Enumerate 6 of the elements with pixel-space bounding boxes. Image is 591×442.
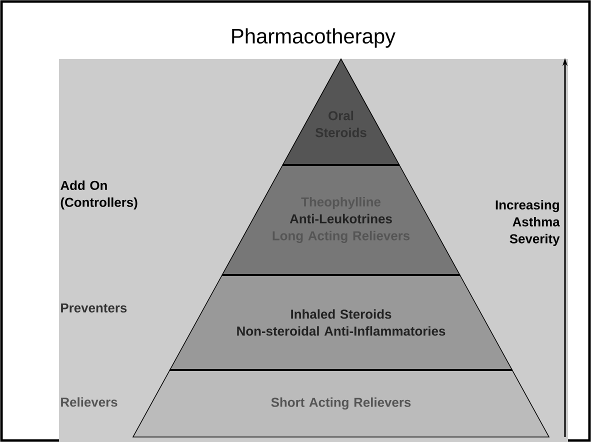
pyramid-band: Inhaled Steroids Non-steroidal Anti-Inflammatories: [169, 274, 513, 370]
side-label: Relievers: [61, 397, 118, 407]
side-label: Preventers: [61, 303, 127, 312]
title: Pharmacotherapy: [232, 28, 396, 48]
side-label: Increasing Asthma Severity: [496, 200, 560, 246]
side-label: Add On (Controllers): [60, 180, 138, 210]
